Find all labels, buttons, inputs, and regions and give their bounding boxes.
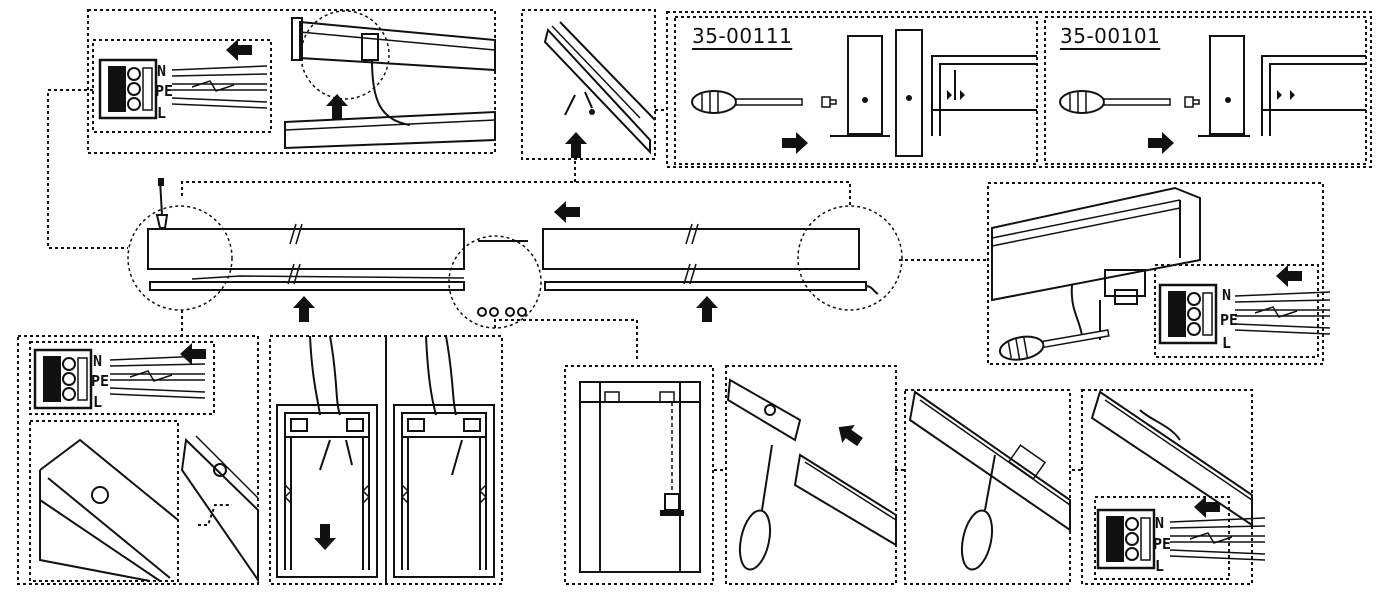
label-pe: PE xyxy=(1220,311,1238,329)
panel-connector-step-2 xyxy=(904,389,1071,585)
arrow-icon xyxy=(293,296,315,322)
panel-connector-step-1 xyxy=(725,365,897,585)
arrow-icon xyxy=(1194,496,1220,518)
screw-icon xyxy=(821,96,837,108)
panel-bottom-left-wiring: N PE L xyxy=(17,335,259,585)
label-n: N xyxy=(1222,286,1231,304)
arrow-icon xyxy=(326,94,348,120)
arrow-icon xyxy=(180,343,206,365)
terminal-block-icon xyxy=(1158,283,1218,345)
label-pe: PE xyxy=(1153,535,1171,553)
panel-cross-sections xyxy=(269,335,503,585)
arrow-icon xyxy=(1148,132,1174,154)
label-l: L xyxy=(157,104,166,122)
terminal-block-icon xyxy=(98,58,158,120)
screwdriver-icon xyxy=(960,454,996,571)
arrow-icon xyxy=(554,201,580,223)
arrow-icon xyxy=(565,132,587,158)
panel-wiring-end-cap: N PE L xyxy=(87,9,496,154)
panel-end-caps xyxy=(666,11,1372,168)
label-n: N xyxy=(1155,514,1164,532)
part-number-left: 35-00111 xyxy=(692,24,793,48)
leader-lines xyxy=(47,89,1082,526)
label-l: L xyxy=(93,393,102,411)
label-pe: PE xyxy=(91,372,109,390)
screwdriver-icon xyxy=(997,321,1112,364)
arrow-icon xyxy=(832,418,867,452)
terminal-block-icon xyxy=(1096,508,1156,570)
terminal-block-icon xyxy=(33,348,93,410)
screwdriver-icon xyxy=(691,90,803,114)
label-n: N xyxy=(93,352,102,370)
wire-icon xyxy=(171,65,268,109)
arrow-icon xyxy=(782,132,808,154)
part-number-right: 35-00101 xyxy=(1060,24,1161,48)
arrow-icon xyxy=(696,296,718,322)
screw-icon xyxy=(477,307,527,317)
screwdriver-icon xyxy=(1059,90,1171,114)
label-n: N xyxy=(157,62,166,80)
panel-screw-end-cap xyxy=(521,9,656,160)
label-l: L xyxy=(1222,334,1231,352)
screw-icon xyxy=(1184,96,1200,108)
panel-connector-step-3: N PE L xyxy=(1081,389,1266,585)
main-fixture xyxy=(127,178,903,329)
label-pe: PE xyxy=(155,82,173,100)
screwdriver-icon xyxy=(738,444,773,571)
label-l: L xyxy=(1155,557,1164,575)
arrow-icon xyxy=(314,524,336,550)
wire-icon xyxy=(1234,291,1331,335)
arrow-icon xyxy=(226,39,252,61)
arrow-icon xyxy=(1276,265,1302,287)
panel-profile-mount xyxy=(564,365,714,585)
panel-feed-wiring: N PE L xyxy=(987,182,1331,365)
